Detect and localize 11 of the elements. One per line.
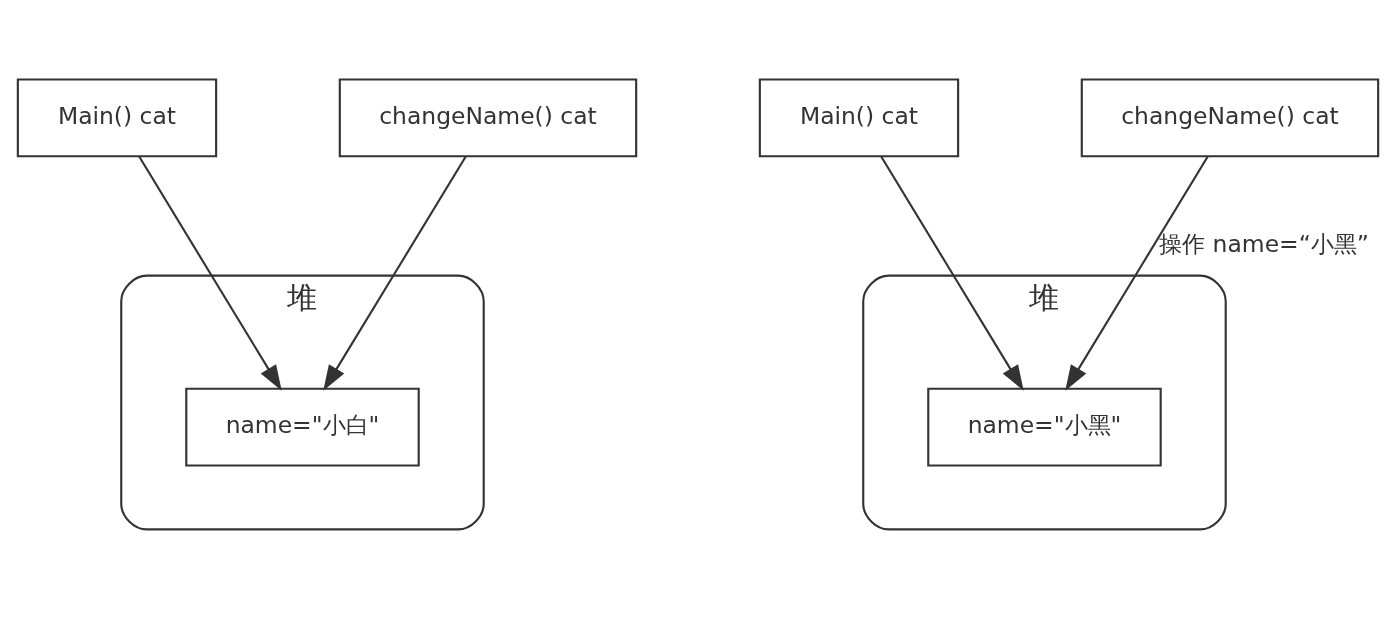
arrow <box>137 155 282 391</box>
arrow <box>879 155 1024 391</box>
arrow <box>1064 155 1208 391</box>
edge-label: 操作 name=“小黑” <box>1158 229 1369 258</box>
node-box: changeName() cat <box>1080 77 1379 157</box>
arrow <box>322 155 467 391</box>
node-box: changeName() cat <box>338 77 637 157</box>
node-box: name="小白" <box>184 387 420 466</box>
node-box: Main() cat <box>758 77 959 157</box>
node-box: name="小黑" <box>926 387 1162 466</box>
node-box: Main() cat <box>16 77 217 157</box>
